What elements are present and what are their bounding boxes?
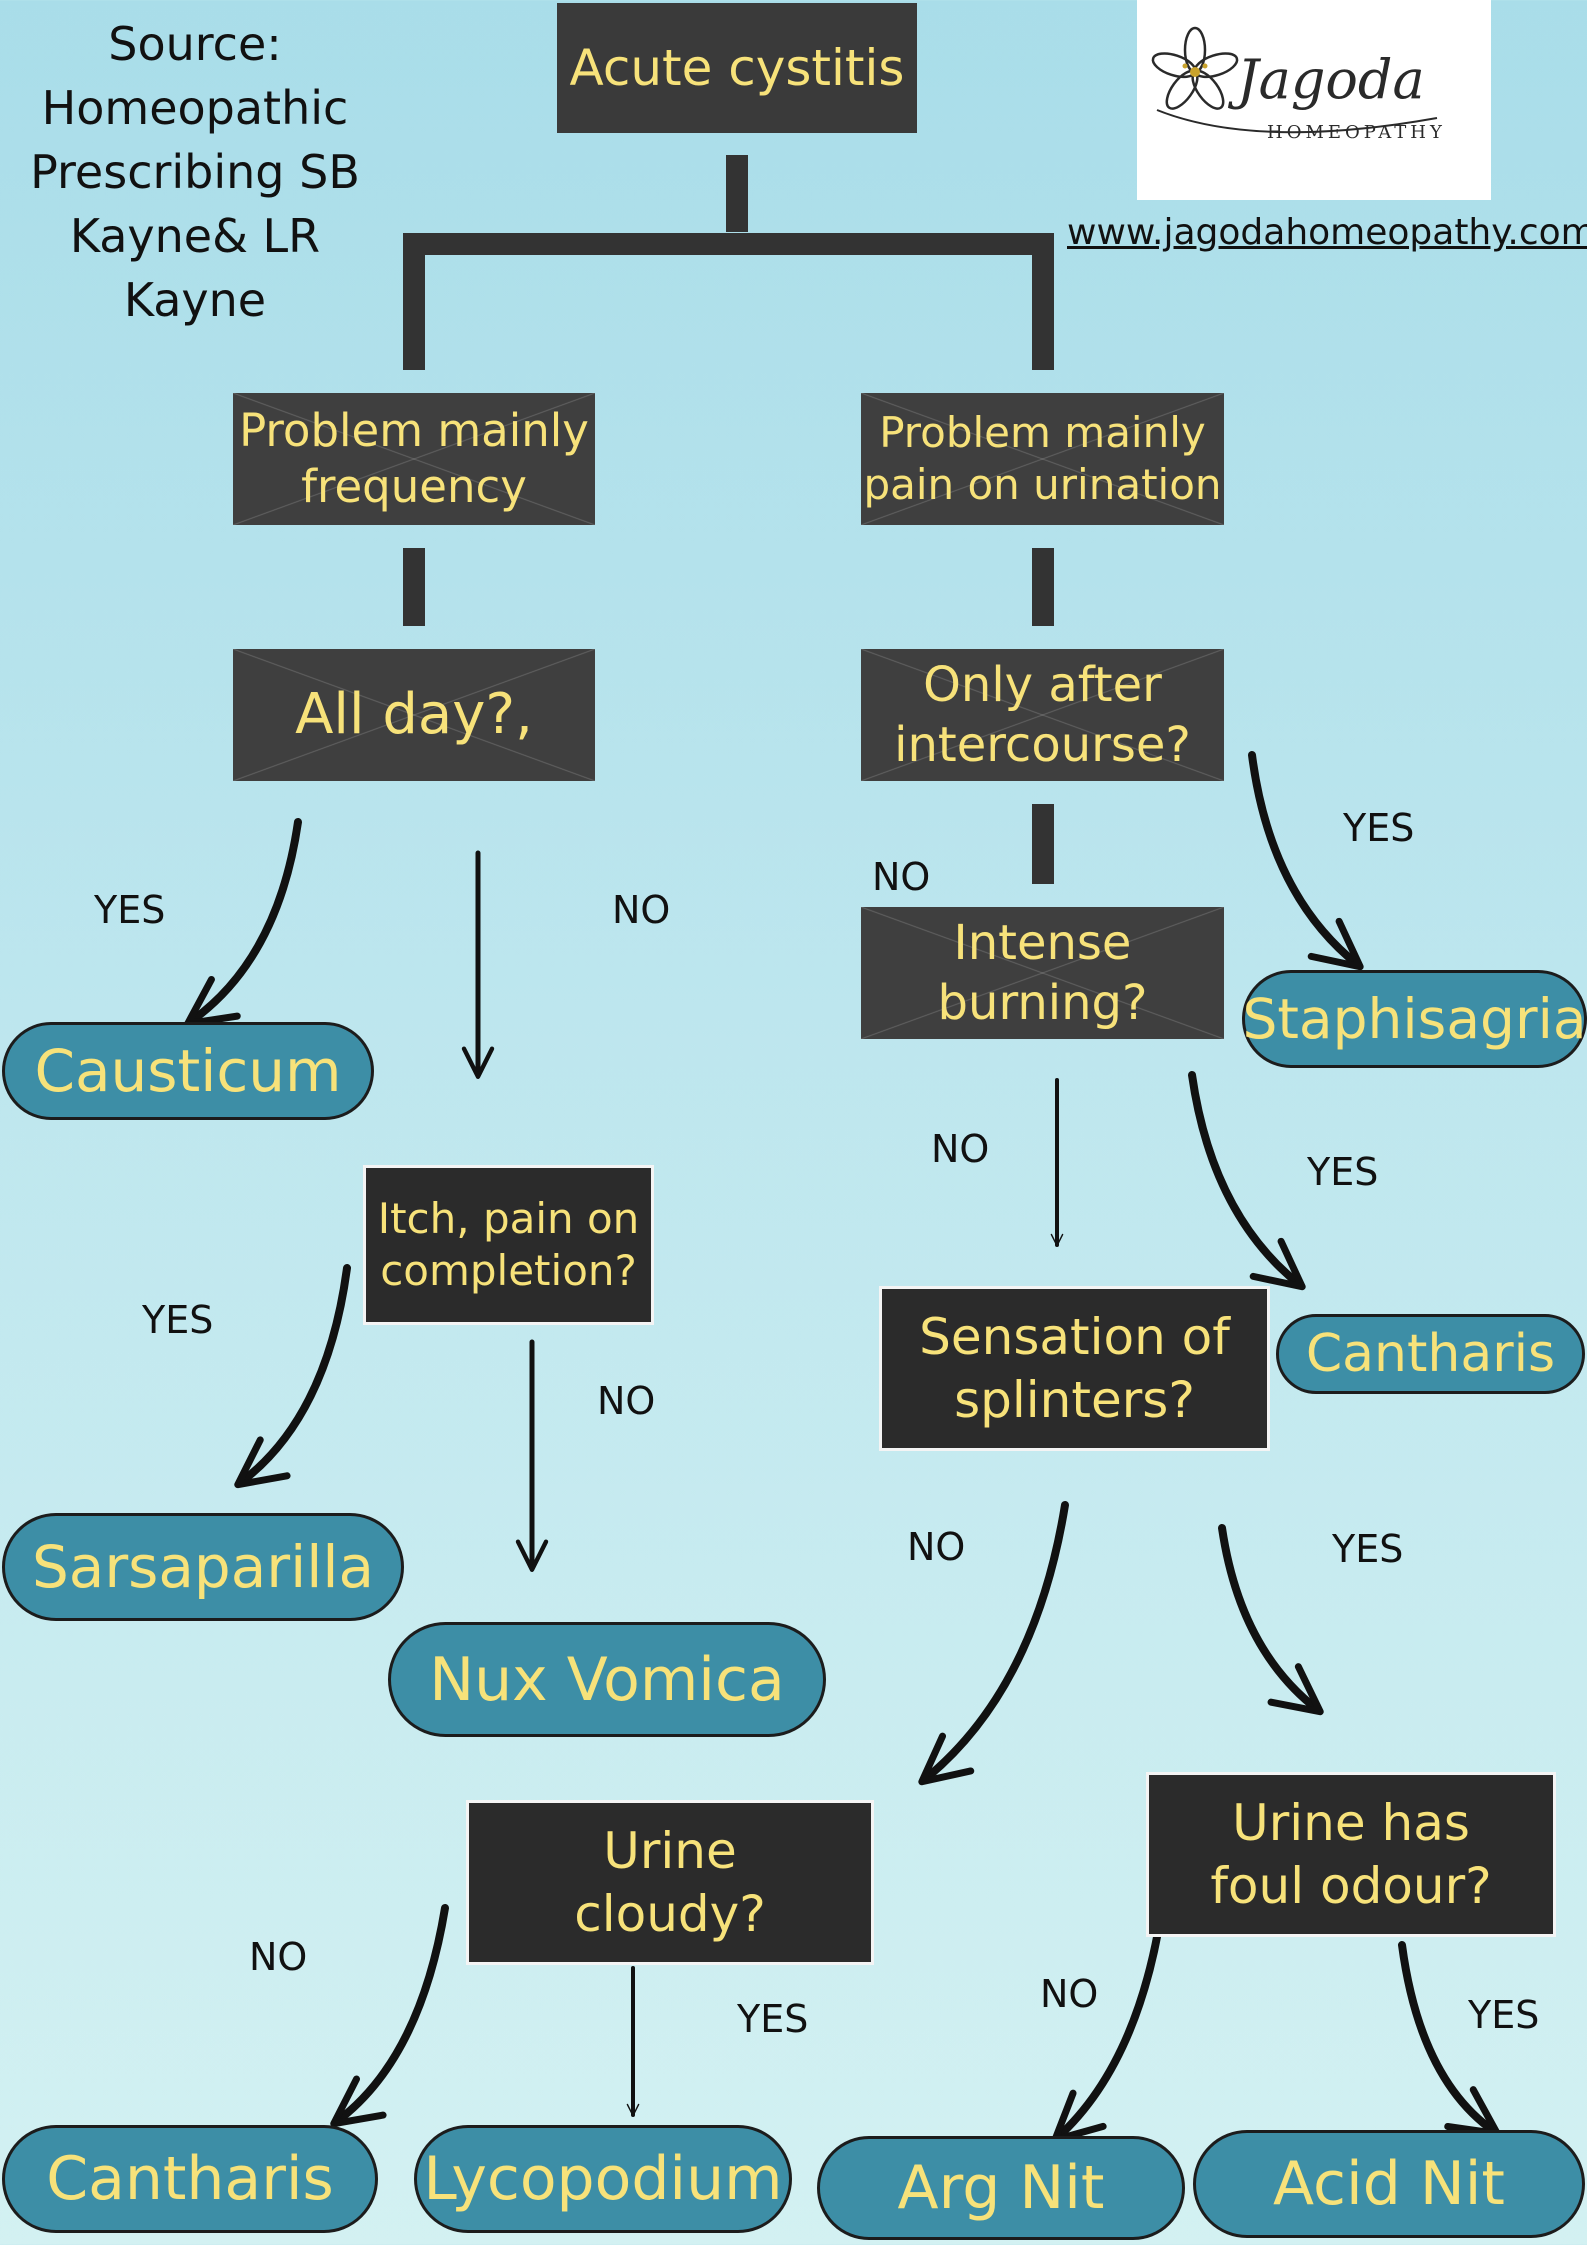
logo-name: Jagoda [1237,48,1425,111]
curved-arrows [184,751,1501,2144]
question-itch: Itch, pain on completion? [363,1165,654,1325]
arrow-odour-yes [1398,1941,1501,2138]
arrow-cloudy-no [330,1904,449,2128]
arrow-intercourse-yes [1248,751,1364,971]
question-odour: Urine has foul odour? [1146,1772,1556,1937]
remedy-cantharis-right: Cantharis [1276,1314,1585,1394]
root-box: Acute cystitis [557,3,917,133]
label-no-allday: NO [612,888,671,932]
question-all-day: All day?, [233,649,595,781]
question-pain: Problem mainly pain on urination [861,393,1224,525]
label-no-intercourse: NO [872,855,931,899]
label-yes-allday: YES [94,888,166,932]
label-no-splinters: NO [907,1525,966,1569]
label-yes-intercourse: YES [1343,806,1415,850]
arrow-splinters-yes [1218,1524,1324,1716]
remedy-nux-vomica: Nux Vomica [388,1622,826,1737]
straight-arrows [461,850,549,1572]
remedy-sarsaparilla: Sarsaparilla [2,1513,404,1621]
arrow-itch-yes [234,1264,351,1489]
arrow-allday-yes [184,818,302,1028]
flower-icon [1151,26,1438,134]
label-yes-splinters: YES [1332,1527,1404,1571]
remedy-causticum: Causticum [2,1022,374,1120]
label-no-itch: NO [597,1379,656,1423]
label-no-burning: NO [931,1127,990,1171]
arrow-splinters-no [918,1501,1069,1786]
label-no-cloudy: NO [249,1935,308,1979]
arrow-odour-no [1051,1928,1162,2144]
arrow-burning-yes [1188,1071,1306,1291]
source-citation: Source: Homeopathic Prescribing SB Kayne… [30,17,360,327]
question-splinters: Sensation of splinters? [879,1286,1270,1451]
remedy-lycopodium: Lycopodium [414,2125,792,2233]
label-no-odour: NO [1040,1972,1099,2016]
logo-subtitle: HOMEOPATHY [1267,122,1446,143]
root-branch-connector [403,155,1054,370]
vertical-connectors [403,548,1054,884]
remedy-acid-nit: Acid Nit [1193,2130,1585,2238]
label-yes-odour: YES [1468,1993,1540,2037]
question-frequency: Problem mainly frequency [233,393,595,525]
logo: Jagoda HOMEOPATHY [1137,0,1491,200]
label-yes-itch: YES [142,1298,214,1342]
remedy-cantharis-bottom: Cantharis [2,2125,378,2233]
question-intercourse: Only after intercourse? [861,649,1224,781]
website-link[interactable]: www.jagodahomeopathy.com [1067,212,1587,253]
label-yes-cloudy: YES [737,1997,809,2041]
label-yes-burning: YES [1307,1150,1379,1194]
remedy-arg-nit: Arg Nit [817,2136,1185,2240]
question-cloudy: Urine cloudy? [466,1800,874,1965]
remedy-staphisagria: Staphisagria [1242,970,1587,1068]
question-burning: Intense burning? [861,907,1224,1039]
